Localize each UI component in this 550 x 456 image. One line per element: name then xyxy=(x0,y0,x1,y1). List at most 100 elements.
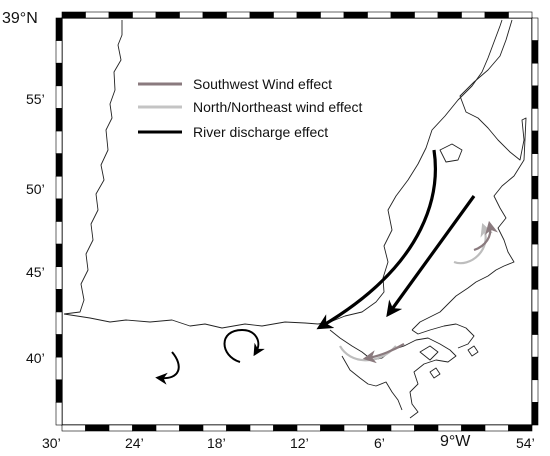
island-2 xyxy=(419,345,439,361)
neatline-left-segment xyxy=(55,198,63,222)
eddy-west xyxy=(155,351,180,385)
neatline-top-segment xyxy=(226,11,251,19)
neatline-left-segment xyxy=(55,62,63,87)
lat-label-45: 45’ xyxy=(26,264,45,280)
neatline-bottom-segment xyxy=(343,424,368,432)
neatline-bottom-segment xyxy=(437,424,462,432)
lat-label-top: 39°N xyxy=(2,10,38,27)
lon-label-12: 12’ xyxy=(290,435,309,451)
neatline-left-segment xyxy=(55,153,63,177)
lon-label-bottom-corner: 9°W xyxy=(440,433,471,450)
neatline-right-segment xyxy=(531,402,539,426)
lon-label-54: 54’ xyxy=(516,435,535,451)
neatline-top-segment xyxy=(508,11,533,19)
legend-label-north-northeast-wind: North/Northeast wind effect xyxy=(193,99,362,115)
neatline-left-segment xyxy=(55,402,63,426)
neatline-bottom-segment xyxy=(202,424,227,432)
neatline-left-segment xyxy=(55,40,63,64)
coastline xyxy=(63,19,527,419)
neatline xyxy=(55,11,539,432)
neatline-bottom-segment xyxy=(484,424,509,432)
lon-label-24: 24’ xyxy=(125,435,144,451)
latitude-labels: 39°N 55’ 50’ 45’ 40’ xyxy=(2,10,45,366)
river-arrow-east xyxy=(386,195,476,318)
legend: Southwest Wind effect North/Northeast wi… xyxy=(138,76,362,140)
neatline-left-segment xyxy=(55,130,63,154)
neatline-top-segment xyxy=(155,11,180,19)
neatline-left-segment xyxy=(55,85,63,109)
neatline-top-segment xyxy=(461,11,486,19)
neatline-bottom-segment xyxy=(155,424,180,432)
neatline-left-segment xyxy=(55,356,63,381)
neatline-left-segment xyxy=(55,311,63,335)
neatline-left-segment xyxy=(55,289,63,313)
neatline-top-segment xyxy=(85,11,110,19)
neatline-bottom-segment xyxy=(390,424,415,432)
island-1 xyxy=(439,143,463,163)
neatline-right-segment xyxy=(531,334,539,358)
neatline-left-segment xyxy=(55,221,63,245)
sw-wind-arrows xyxy=(362,220,499,364)
lat-label-40: 40’ xyxy=(26,350,45,366)
neatline-right-segment xyxy=(531,221,539,245)
neatline-right-segment xyxy=(531,289,539,313)
neatline-bottom-segment xyxy=(226,424,251,432)
neatline-right-segment xyxy=(531,266,539,290)
neatline-left-segment xyxy=(55,266,63,290)
neatline-right-segment xyxy=(531,40,539,64)
neatline-right-segment xyxy=(531,62,539,87)
island-3 xyxy=(467,345,479,357)
river-discharge-arrows xyxy=(316,149,476,330)
neatline-top-segment xyxy=(61,11,86,19)
river-arrow-north xyxy=(316,149,437,330)
eddy-center xyxy=(223,328,265,363)
neatline-top-segment xyxy=(202,11,227,19)
sw-wind-eddy-east xyxy=(473,220,499,252)
neatline-right-segment xyxy=(531,85,539,109)
sw-wind-eddy-south xyxy=(362,343,405,364)
neatline-top-segment xyxy=(343,11,368,19)
neatline-top-segment xyxy=(320,11,345,19)
south-bank-inlets xyxy=(341,355,403,411)
lon-label-18: 18’ xyxy=(207,435,226,451)
neatline-top-segment xyxy=(367,11,392,19)
neatline-bottom-segment xyxy=(85,424,110,432)
neatline-top-segment xyxy=(273,11,298,19)
neatline-bottom-segment xyxy=(273,424,298,432)
legend-label-southwest-wind: Southwest Wind effect xyxy=(193,76,332,92)
estuary-north-shore xyxy=(329,19,503,323)
neatline-top-segment xyxy=(414,11,439,19)
neatline-left-segment xyxy=(55,175,63,200)
neatline-right-segment xyxy=(531,243,539,268)
neatline-top-segment xyxy=(249,11,274,19)
lon-label-30: 30’ xyxy=(42,435,61,451)
neatline-top-segment xyxy=(179,11,204,19)
neatline-right-segment xyxy=(531,108,539,132)
neatline-right-segment xyxy=(531,356,539,381)
neatline-right-segment xyxy=(531,130,539,154)
neatline-bottom-segment xyxy=(179,424,204,432)
lat-label-55: 55’ xyxy=(26,91,45,107)
neatline-top-segment xyxy=(484,11,509,19)
longitude-labels: 30’ 24’ 18’ 12’ 6’ 9°W 54’ xyxy=(42,433,535,451)
lon-label-6: 6’ xyxy=(374,435,385,451)
neatline-bottom-segment xyxy=(508,424,533,432)
west-coast xyxy=(63,20,123,315)
lat-label-50: 50’ xyxy=(26,181,45,197)
neatline-left-segment xyxy=(55,108,63,132)
neatline-bottom-segment xyxy=(132,424,157,432)
neatline-top-segment xyxy=(296,11,321,19)
neatline-bottom-segment xyxy=(461,424,486,432)
neatline-right-segment xyxy=(531,311,539,335)
neatline-right-segment xyxy=(531,17,539,41)
neatline-bottom-segment xyxy=(108,424,133,432)
south-bank-inlet-2 xyxy=(411,323,475,349)
neatline-bottom-segment xyxy=(414,424,439,432)
south-peninsula-coast xyxy=(63,313,331,329)
estuary-east-shore xyxy=(411,19,527,331)
neatline-right-segment xyxy=(531,153,539,177)
neatline-top-segment xyxy=(390,11,415,19)
island-4 xyxy=(429,367,441,379)
neatline-top-segment xyxy=(132,11,157,19)
